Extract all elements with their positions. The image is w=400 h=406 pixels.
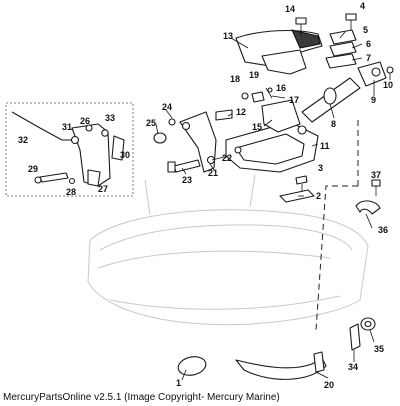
callout-3: 3 [318, 163, 323, 173]
throttle-cam-15 [261, 99, 301, 133]
callout-23: 23 [182, 175, 192, 185]
callout-30: 30 [120, 150, 130, 160]
callout-1: 1 [176, 378, 181, 388]
callout-18: 18 [230, 74, 240, 84]
callout-14: 14 [285, 4, 295, 14]
callout-37: 37 [371, 170, 381, 180]
callout-5: 5 [363, 25, 368, 35]
choke-rod [11, 111, 75, 141]
callout-16: 16 [276, 83, 286, 93]
screw-4 [345, 13, 357, 30]
callout-15: 15 [252, 122, 262, 132]
alignment-line-2 [315, 185, 358, 331]
callout-10: 10 [383, 80, 393, 90]
small-parts-16-19 [241, 87, 273, 103]
bushing-25 [153, 132, 167, 144]
callout-17: 17 [289, 95, 299, 105]
callout-2: 2 [316, 191, 321, 201]
plates-5-6-7 [325, 29, 357, 69]
callout-13: 13 [223, 31, 233, 41]
bolt-23 [167, 159, 201, 173]
callout-34: 34 [348, 362, 358, 372]
callout-35: 35 [374, 344, 384, 354]
link-12 [215, 109, 233, 121]
throttle-housing-11 [225, 121, 319, 173]
callout-8: 8 [331, 119, 336, 129]
inset-frame [5, 102, 134, 197]
leader-lines [155, 31, 375, 381]
callout-24: 24 [162, 102, 172, 112]
callout-26: 26 [80, 116, 90, 126]
strap-20 [235, 351, 327, 380]
pad-1 [177, 356, 207, 376]
callout-labels: 1 2 3 4 5 6 7 8 9 10 11 12 13 14 15 16 1… [18, 1, 393, 390]
linkage-tube-8 [301, 77, 361, 123]
callout-11: 11 [320, 141, 330, 151]
screw-10 [386, 66, 394, 80]
rod-end-9 [357, 61, 387, 87]
callout-22: 22 [222, 153, 232, 163]
callout-25: 25 [146, 118, 156, 128]
throttle-arm [168, 111, 217, 173]
bracket-34 [349, 323, 361, 351]
callout-12: 12 [236, 107, 246, 117]
callout-21: 21 [208, 168, 218, 178]
engine-cowl-outline [87, 174, 369, 326]
callout-20: 20 [324, 380, 334, 390]
choke-bracket [34, 123, 125, 187]
callout-9: 9 [371, 95, 376, 105]
callout-19: 19 [249, 70, 259, 80]
screw-37 [371, 179, 381, 196]
callout-36: 36 [378, 225, 388, 235]
callout-31: 31 [62, 122, 72, 132]
clamp-36 [355, 200, 381, 215]
upper-bracket [235, 29, 323, 75]
callout-7: 7 [366, 53, 371, 63]
image-copyright: MercuryPartsOnline v2.5.1 (Image Copyrig… [3, 392, 280, 403]
grommet-35 [360, 317, 376, 331]
callout-32: 32 [18, 135, 28, 145]
callout-6: 6 [366, 39, 371, 49]
callout-29: 29 [28, 164, 38, 174]
callout-27: 27 [98, 184, 108, 194]
screw-14 [295, 17, 307, 36]
callout-4: 4 [360, 1, 365, 11]
callout-28: 28 [66, 187, 76, 197]
plate-2 [279, 189, 315, 203]
callout-33: 33 [105, 113, 115, 123]
